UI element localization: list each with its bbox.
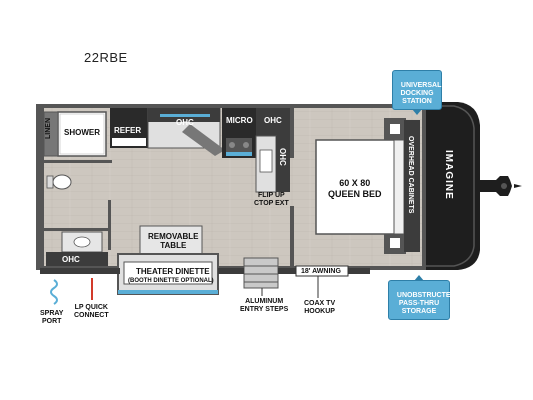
removable-table — [139, 225, 203, 255]
flip-up-ext-label: FLIP UP CTOP EXT — [254, 192, 289, 207]
linen-closet — [43, 111, 59, 157]
front-cap — [420, 102, 480, 270]
lp-quick-connect-label: LP QUICK CONNECT — [74, 304, 109, 319]
bed-label: 60 x 80 QUEEN BED — [328, 178, 382, 199]
ohc-micro — [256, 108, 290, 136]
brand-label: IMAGINE — [443, 150, 454, 200]
theater-dinette-label: THEATER DINETTE — [136, 267, 210, 276]
universal-docking-callout: UNIVERSAL DOCKING STATION — [392, 70, 442, 115]
ohc-bath-label: OHC — [62, 255, 80, 264]
model-number: 22RBE — [84, 50, 128, 65]
awning-bar — [40, 268, 120, 274]
entry-steps-label: ALUMINUM ENTRY STEPS — [240, 298, 289, 313]
shower-label: SHOWER — [64, 128, 100, 137]
entry-steps — [243, 257, 279, 289]
queen-bed — [315, 139, 405, 235]
micro-label: MICRO — [226, 116, 253, 125]
spray-port-hose — [50, 279, 58, 305]
ohc-bath — [46, 252, 108, 266]
removable-table-label: REMOVABLE TABLE — [148, 232, 199, 250]
toilet — [52, 174, 72, 190]
overhead-cabinets-label: OVERHEAD CABINETS — [407, 136, 414, 214]
cap-accent — [426, 105, 475, 267]
ohc-kitchen-label: OHC — [176, 118, 194, 127]
hitch — [480, 176, 512, 196]
booth-dinette-label: (BOOTH DINETTE OPTIONAL) — [128, 278, 214, 284]
spray-port-label: SPRAY PORT — [40, 310, 64, 325]
overhead-cabinets — [404, 120, 420, 252]
ohc-side — [276, 136, 290, 192]
linen-label: LINEN — [45, 118, 52, 139]
awning-label: 18' AWNING — [301, 268, 341, 275]
pass-thru-storage-callout: UNOBSTRUCTED PASS-THRU STORAGE — [388, 275, 456, 320]
ohc-side-label: OHC — [278, 148, 287, 166]
ohc-micro-label: OHC — [264, 116, 282, 125]
coax-tv-label: COAX TV HOOKUP — [304, 300, 336, 315]
refer-label: REFER — [114, 126, 142, 135]
